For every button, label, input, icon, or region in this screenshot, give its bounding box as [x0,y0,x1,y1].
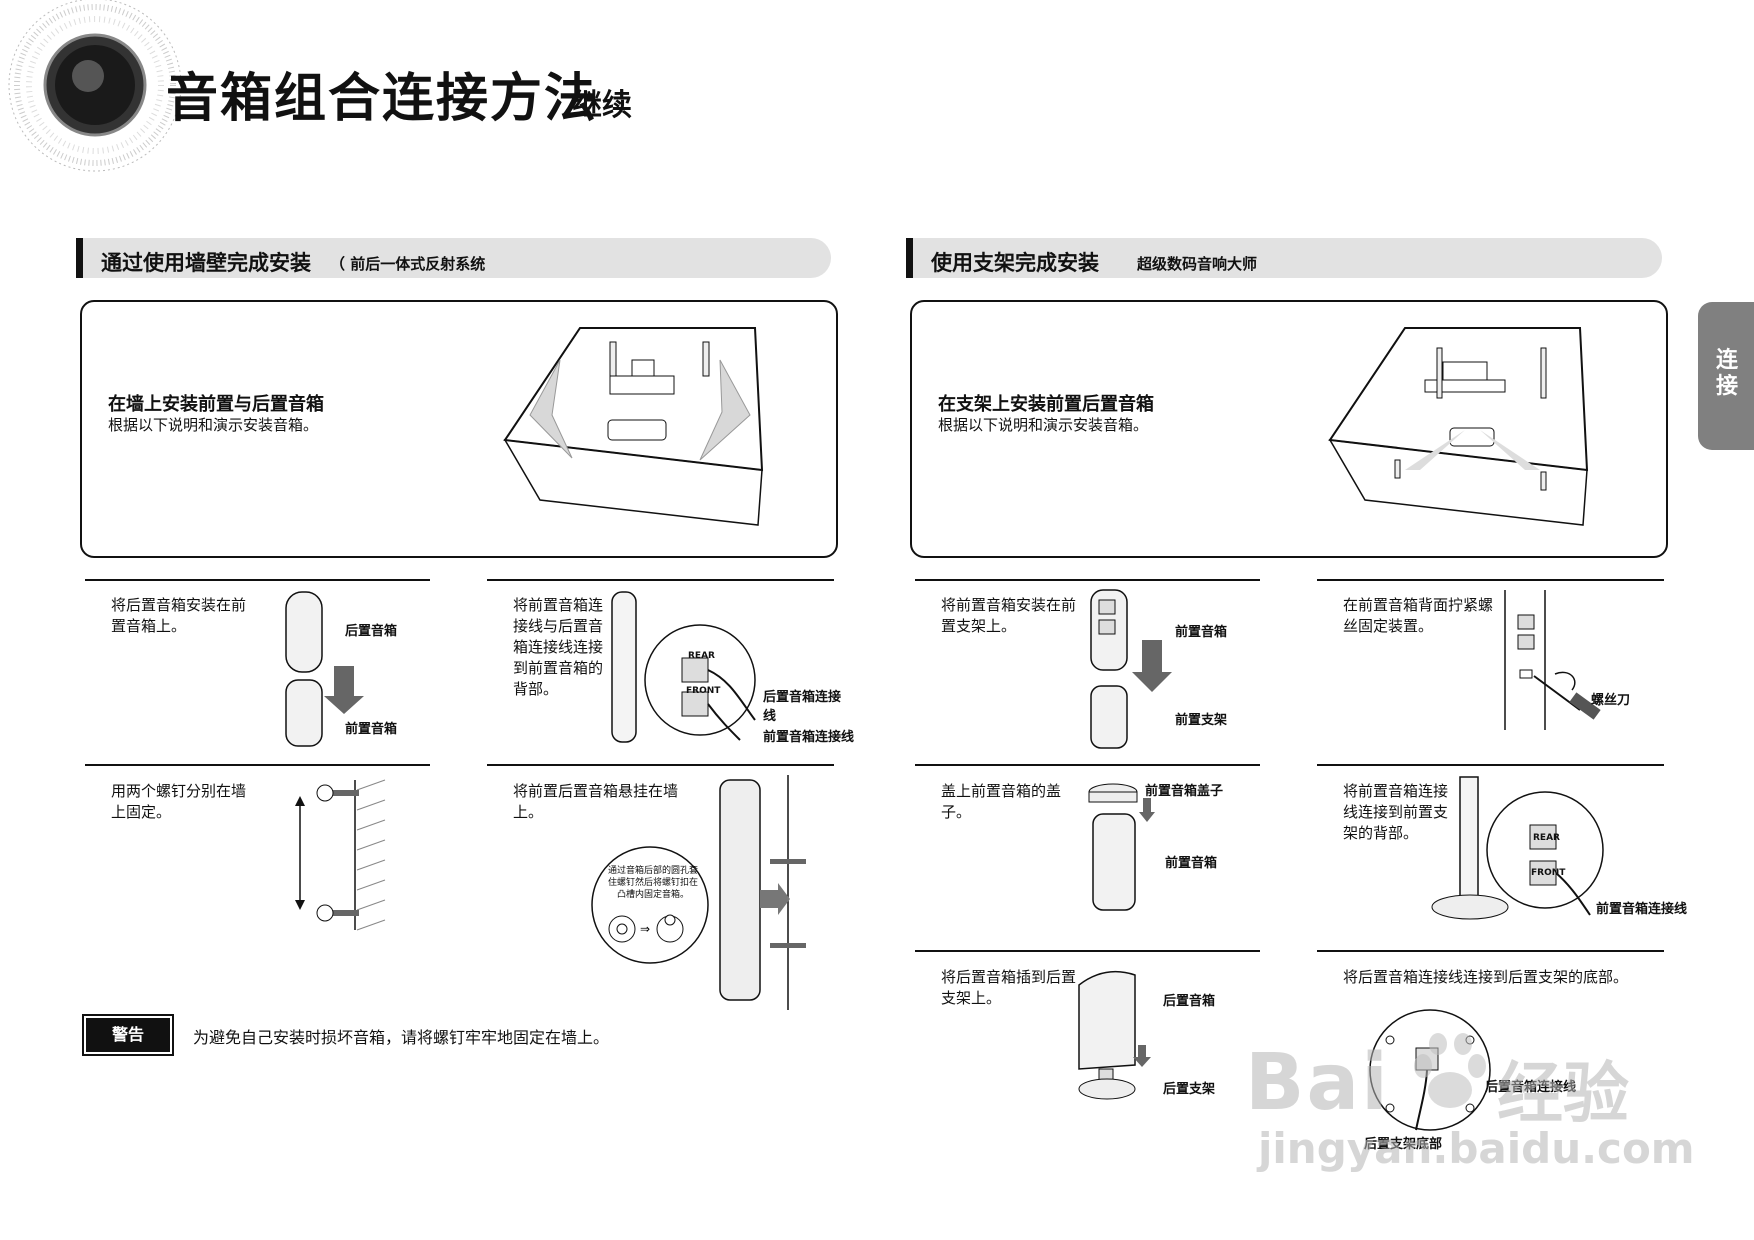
right-section-subtitle: 超级数码音响大师 [1137,255,1258,273]
left-section-title: 通过使用墙壁完成安装 [101,251,311,275]
right-step-1-text: 将前置音箱安装在前置支架上。 [941,596,1077,635]
right-section-header [906,238,1662,278]
stand-room-illustration [1328,327,1589,526]
label-front-speaker-cap: 前置音箱盖子 [1145,784,1224,799]
step-divider [85,764,430,766]
right-section-title: 使用支架完成安装 [931,251,1099,275]
right-step-5-text: 将后置音箱插到后置支架上。 [941,968,1077,1007]
label-front-cable: 前置音箱连接线 [1596,902,1688,917]
label-front-cable: 前置音箱连接线 [763,730,855,745]
right-intro-title: 在支架上安装前置后置音箱 [938,394,1154,415]
warning-text: 为避免自己安装时损坏音箱，请将螺钉牢牢地固定在墙上。 [193,1028,610,1047]
label-rear-speaker: 后置音箱 [345,624,398,639]
speaker-logo-icon [8,0,182,172]
label-rear-cable: 后置音箱连接线 [763,690,842,724]
label-rear-cable: 后置音箱连接线 [1485,1080,1577,1095]
right-step-3-text: 盖上前置音箱的盖子。 [941,782,1062,821]
svg-text:⇒: ⇒ [640,922,650,936]
panel-rear-label: REAR [688,651,715,661]
step-divider [1317,579,1664,581]
label-front-stand: 前置支架 [1175,713,1228,728]
step-divider [915,950,1260,952]
hang-callout-text: 通过音箱后部的圆孔套住螺钉然后将螺钉扣在凸槽内固定音箱。 [607,866,698,900]
watermark-brand-text: Bai [1245,1038,1390,1128]
left-intro-subtitle: 根据以下说明和演示安装音箱。 [108,416,319,434]
cable-connect-illustration [611,591,756,743]
warning-badge: 警告 [82,1014,174,1056]
paw-logo-icon [1414,1033,1486,1108]
right-step-2-text: 在前置音箱背面拧紧螺丝固定装置。 [1343,596,1494,635]
watermark-url: jingyan.baidu.com [1258,1124,1695,1173]
section-tab-label: 连接 [1715,348,1738,399]
label-front-speaker: 前置音箱 [1165,856,1218,871]
label-rear-speaker: 后置音箱 [1163,994,1216,1009]
label-front-speaker: 前置音箱 [1175,625,1228,640]
left-step-4-text: 将前置后置音箱悬挂在墙上。 [513,782,679,821]
front-on-stand-illustration [1090,589,1172,749]
speaker-cap-illustration [1088,783,1155,911]
stand-cable-illustration [1431,776,1604,920]
panel-front-label: FRONT [686,686,721,696]
step-divider [915,579,1260,581]
hang-speaker-illustration: ⇒ [591,775,806,1010]
left-section-header [76,238,831,278]
screwdriver-illustration [1504,590,1601,730]
step-divider [1317,764,1664,766]
left-intro-title: 在墙上安装前置与后置音箱 [108,394,324,415]
right-intro-box [910,300,1668,558]
label-rear-stand-base: 后置支架底部 [1364,1137,1443,1152]
right-intro-subtitle: 根据以下说明和演示安装音箱。 [938,416,1149,434]
watermark-brand: Bai [1245,1038,1390,1128]
label-front-speaker: 前置音箱 [345,722,398,737]
page-title-continued: 继续 [572,88,632,123]
right-step-4-text: 将前置音箱连接线连接到前置支架的背部。 [1343,782,1449,842]
step-divider [487,764,834,766]
left-step-3-text: 用两个螺钉分别在墙上固定。 [111,782,247,821]
right-step-6-text: 将后置音箱连接线连接到后置支架的底部。 [1343,968,1629,986]
left-step-2-text: 将前置音箱连接线与后置音箱连接线连接到前置音箱的背部。 [513,596,604,698]
wall-room-illustration [503,327,764,526]
step-divider [915,764,1260,766]
screws-wall-illustration [295,779,386,931]
left-intro-box [80,300,838,558]
rear-on-stand-illustration [1078,970,1151,1100]
step-divider [487,579,834,581]
section-tab[interactable]: 连接 [1698,302,1754,450]
label-rear-stand: 后置支架 [1163,1082,1216,1097]
panel-front-label: FRONT [1531,868,1566,878]
left-step-1-text: 将后置音箱安装在前置音箱上。 [111,596,247,635]
watermark-brand-cn: 经验 [1497,1055,1629,1132]
rear-on-front-illustration [285,591,364,747]
label-screwdriver: 螺丝刀 [1591,693,1631,708]
left-section-subtitle: （ 前后一体式反射系统 [330,255,486,273]
step-divider [85,579,430,581]
panel-rear-label: REAR [1533,833,1560,843]
page-title: 音箱组合连接方法 [166,69,599,129]
step-divider [1317,950,1664,952]
